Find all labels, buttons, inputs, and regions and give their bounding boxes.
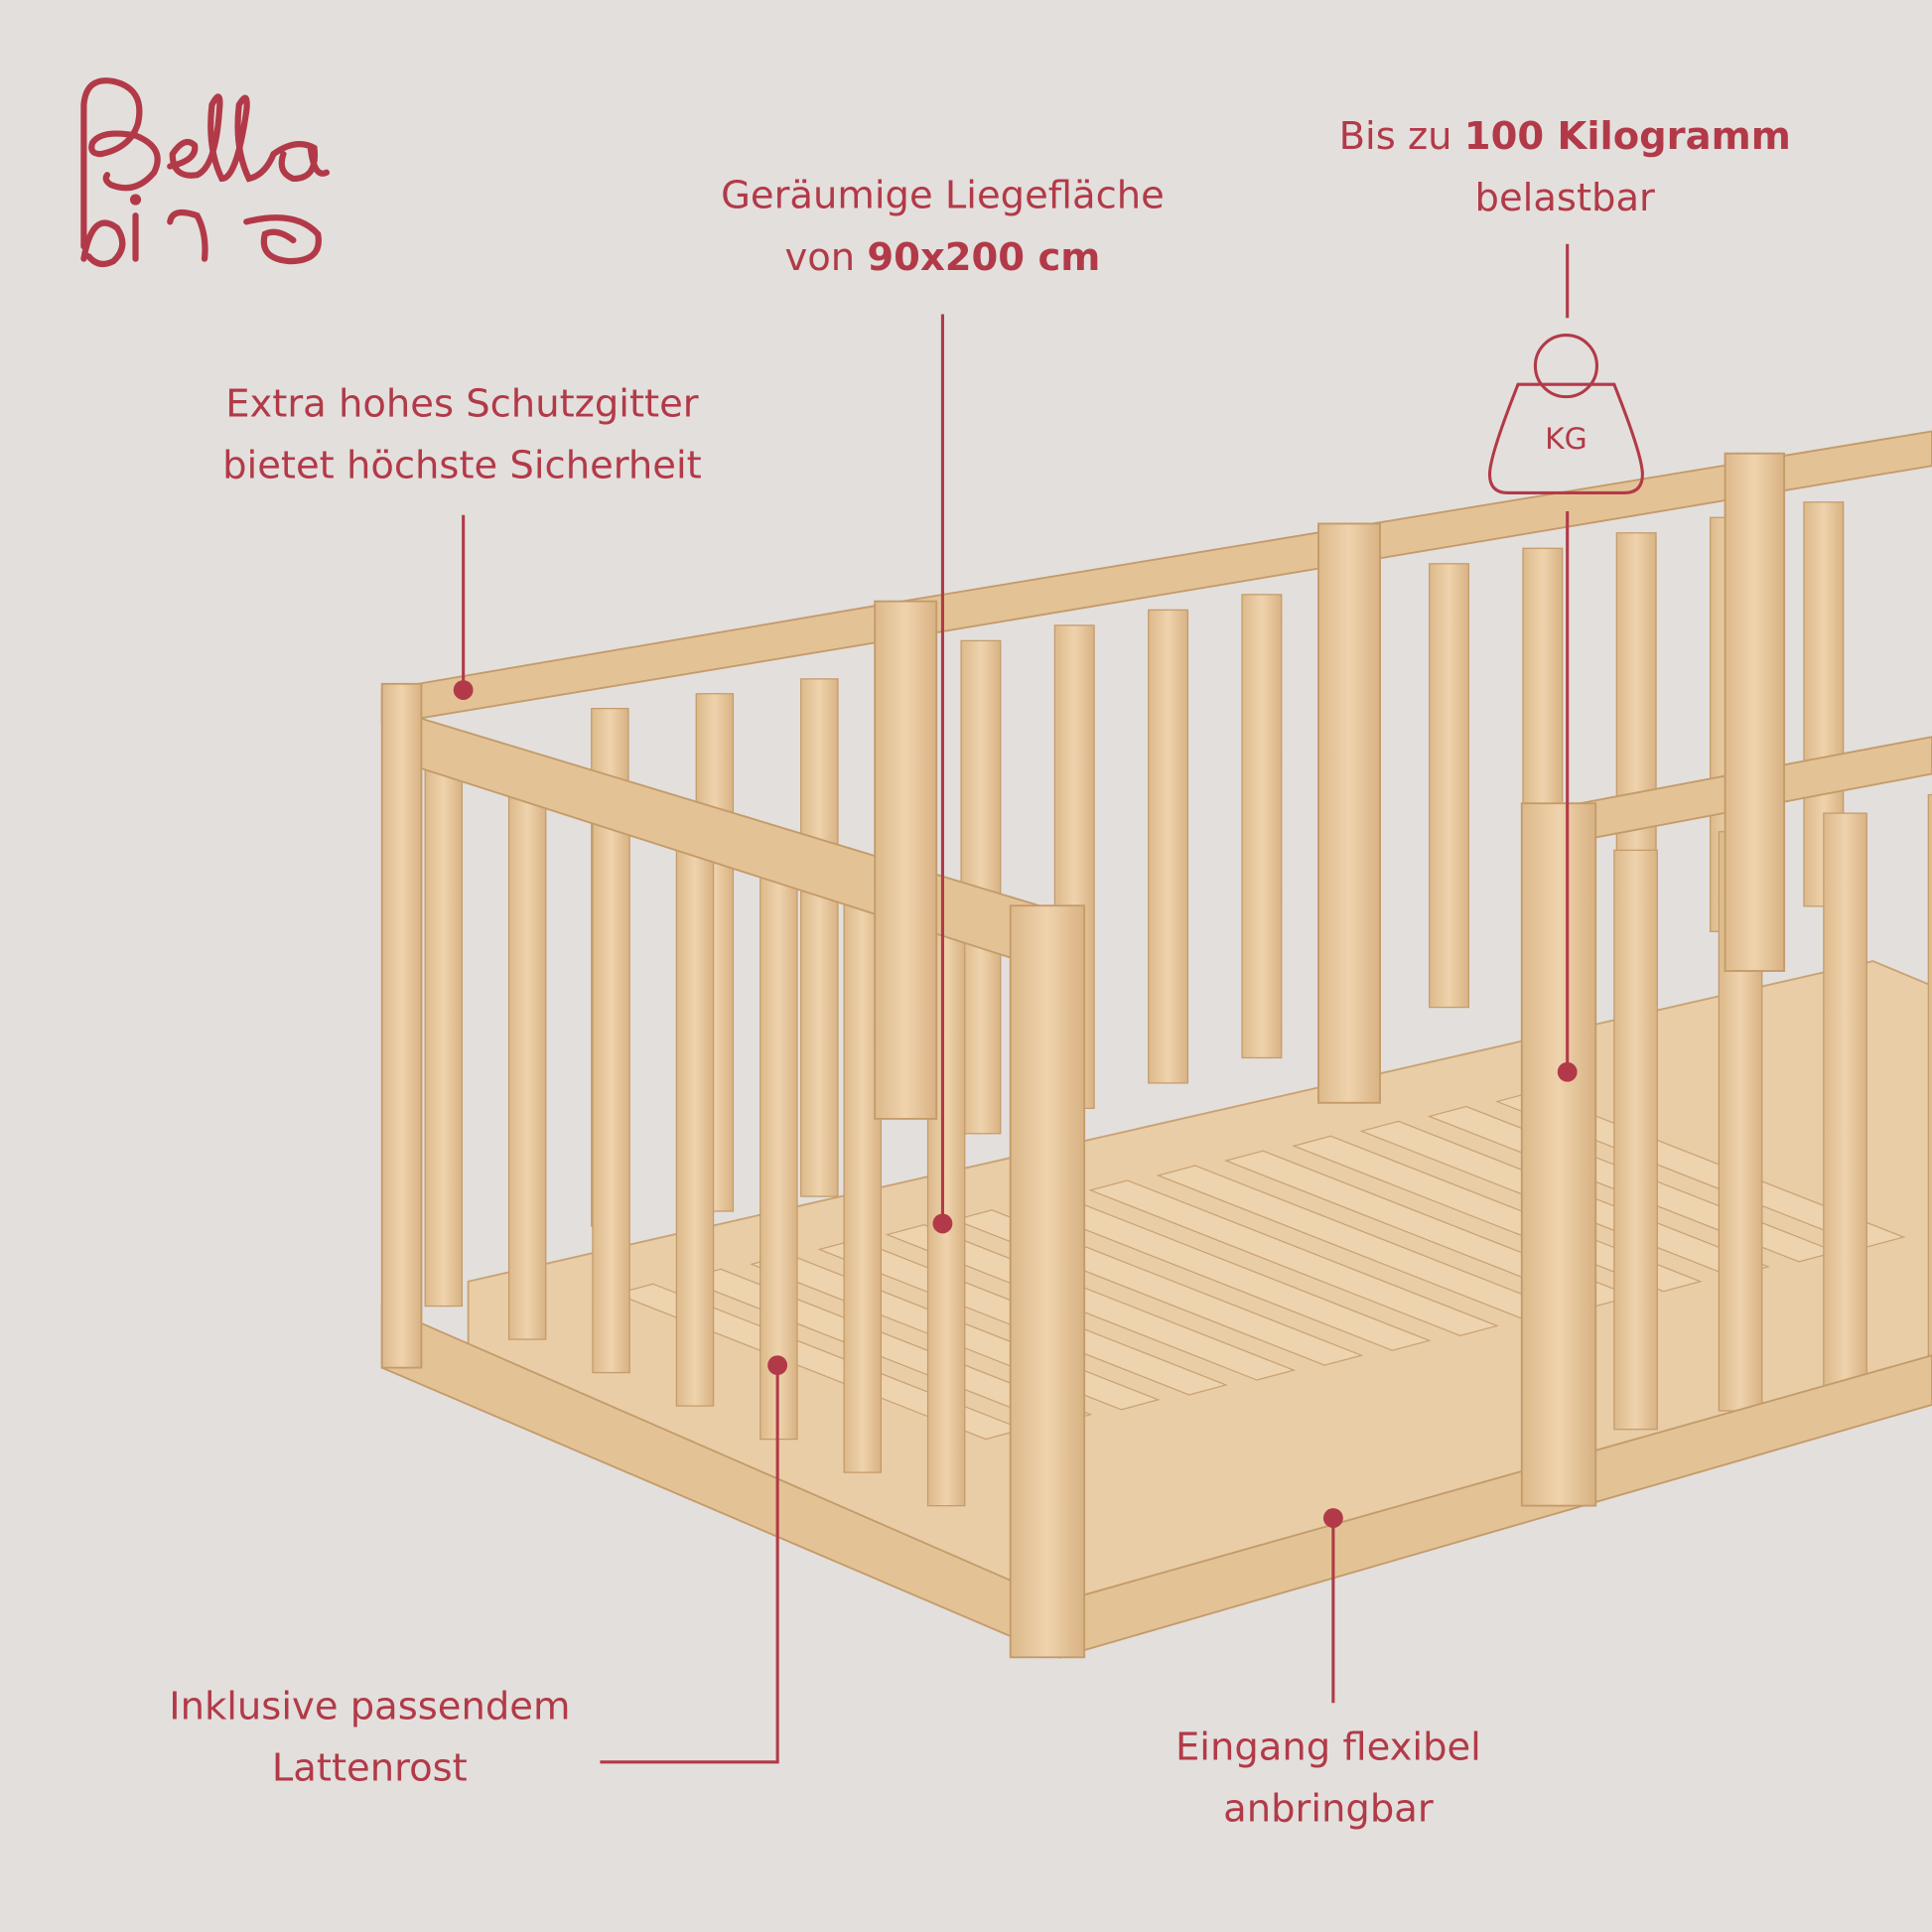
callout-surface: Geräumige Liegefläche von 90x200 cm [721, 165, 1165, 288]
corner-posts [380, 452, 1786, 1659]
callout-text: Lattenrost [271, 1745, 468, 1791]
baluster [1241, 594, 1283, 1059]
slat [1088, 1179, 1499, 1337]
callout-guard: Extra hohes Schutzgitter bietet höchste … [222, 373, 702, 496]
callout-slats: Inklusive passendem Lattenrost [169, 1676, 570, 1799]
callout-dots [453, 680, 1578, 1528]
callout-load: Bis zu 100 Kilogramm belastbar [1339, 106, 1791, 229]
callout-entrance: Eingang flexibel anbringbar [1175, 1717, 1481, 1840]
callout-text: anbringbar [1223, 1786, 1434, 1832]
baluster [1429, 563, 1470, 1009]
text: Bis zu [1338, 114, 1464, 160]
baluster [1927, 793, 1932, 1375]
callout-text: von 90x200 cm [721, 226, 1165, 288]
load-value: 100 Kilogramm [1463, 114, 1791, 160]
baluster [1148, 609, 1189, 1084]
brand-logo [80, 77, 330, 267]
callout-text: Bis zu 100 Kilogramm [1339, 106, 1791, 168]
baluster [1823, 812, 1867, 1394]
callout-text: Eingang flexibel [1174, 1725, 1481, 1770]
callout-text: belastbar [1474, 176, 1655, 221]
baluster [759, 859, 798, 1441]
baluster [592, 805, 630, 1374]
callout-text: bietet höchste Sicherheit [222, 443, 702, 488]
baluster [1613, 849, 1658, 1431]
baluster [507, 777, 547, 1340]
baluster [424, 751, 464, 1308]
text: von [784, 235, 868, 280]
callout-text: Inklusive passendem [169, 1684, 571, 1729]
callout-text: Extra hohes Schutzgitter [225, 381, 699, 427]
kg-label: KG [1545, 422, 1587, 457]
slat [885, 1224, 1297, 1381]
kg-weight-icon [1487, 334, 1644, 494]
callout-text: Geräumige Liegefläche [721, 173, 1165, 218]
baluster [800, 678, 839, 1197]
dimension-value: 90x200 cm [867, 235, 1101, 280]
